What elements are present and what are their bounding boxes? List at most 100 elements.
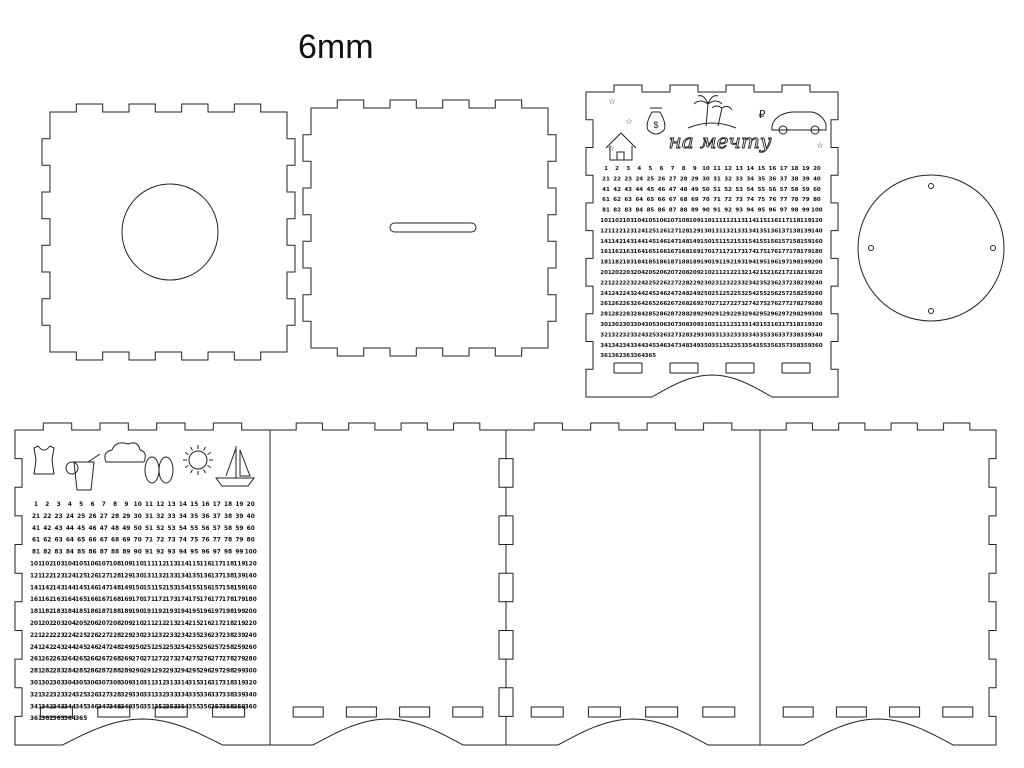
day-number: 207 bbox=[667, 270, 679, 276]
day-number: 249 bbox=[689, 291, 701, 297]
day-number: 136 bbox=[767, 228, 779, 234]
day-number: 89 bbox=[691, 208, 699, 214]
day-number: 335 bbox=[188, 692, 200, 698]
day-number: 163 bbox=[53, 597, 65, 603]
day-number: 196 bbox=[767, 260, 779, 266]
day-number: 309 bbox=[120, 681, 132, 687]
slot-cutout bbox=[835, 706, 867, 718]
day-number: 362 bbox=[611, 353, 623, 359]
day-number: 331 bbox=[711, 332, 723, 338]
day-number: 308 bbox=[109, 681, 121, 687]
day-number: 292 bbox=[154, 669, 166, 675]
day-number: 245 bbox=[645, 291, 657, 297]
day-number: 161 bbox=[30, 597, 42, 603]
day-number: 272 bbox=[154, 657, 166, 663]
day-number: 158 bbox=[789, 239, 801, 245]
day-number: 82 bbox=[613, 208, 621, 214]
day-number: 237 bbox=[211, 633, 223, 639]
day-number: 156 bbox=[199, 585, 211, 591]
day-number: 101 bbox=[600, 218, 612, 224]
palm-island-icon bbox=[687, 95, 737, 129]
day-number: 209 bbox=[120, 621, 132, 627]
day-number: 53 bbox=[735, 187, 743, 193]
day-number: 365 bbox=[645, 353, 657, 359]
day-number: 330 bbox=[132, 692, 144, 698]
day-number: 270 bbox=[132, 657, 144, 663]
star-icon: ☆ bbox=[608, 97, 615, 106]
day-number: 144 bbox=[634, 239, 646, 245]
day-number: 284 bbox=[64, 669, 76, 675]
day-number: 164 bbox=[64, 597, 76, 603]
day-number: 98 bbox=[224, 550, 232, 556]
day-number: 232 bbox=[722, 280, 734, 286]
day-number: 120 bbox=[811, 218, 823, 224]
panel-side-1 bbox=[269, 422, 507, 746]
day-number: 310 bbox=[132, 681, 144, 687]
day-number: 241 bbox=[30, 645, 42, 651]
day-number: 42 bbox=[43, 526, 51, 532]
day-number: 252 bbox=[722, 291, 734, 297]
day-number: 124 bbox=[634, 228, 646, 234]
day-number: 279 bbox=[800, 301, 812, 307]
day-number: 287 bbox=[98, 669, 110, 675]
day-number: 71 bbox=[713, 197, 721, 203]
day-number: 223 bbox=[53, 633, 65, 639]
day-number: 208 bbox=[109, 621, 121, 627]
day-number: 148 bbox=[678, 239, 690, 245]
day-number: 325 bbox=[645, 332, 657, 338]
day-number: 240 bbox=[245, 633, 257, 639]
day-number: 154 bbox=[177, 585, 189, 591]
day-number: 269 bbox=[689, 301, 701, 307]
day-number: 281 bbox=[600, 312, 612, 318]
day-number: 69 bbox=[122, 538, 130, 544]
day-number: 214 bbox=[177, 621, 189, 627]
day-number: 23 bbox=[55, 514, 63, 520]
sports-car-icon bbox=[771, 111, 827, 135]
day-number: 364 bbox=[64, 716, 76, 722]
star-icon: ☆ bbox=[607, 144, 614, 153]
day-number: 323 bbox=[53, 692, 65, 698]
day-number: 70 bbox=[134, 538, 142, 544]
day-number: 231 bbox=[711, 280, 723, 286]
day-number: 1 bbox=[34, 502, 38, 508]
day-number: 357 bbox=[778, 343, 790, 349]
day-number: 322 bbox=[41, 692, 53, 698]
screw-hole bbox=[868, 245, 874, 251]
day-number: 260 bbox=[811, 291, 823, 297]
day-number: 198 bbox=[789, 260, 801, 266]
day-number: 166 bbox=[86, 597, 98, 603]
day-number: 202 bbox=[611, 270, 623, 276]
day-number: 351 bbox=[711, 343, 723, 349]
day-number: 207 bbox=[98, 621, 110, 627]
day-number: 63 bbox=[55, 538, 63, 544]
day-number: 97 bbox=[213, 550, 221, 556]
day-number: 265 bbox=[645, 301, 657, 307]
day-number: 298 bbox=[789, 312, 801, 318]
day-number: 313 bbox=[166, 681, 178, 687]
day-number: 272 bbox=[722, 301, 734, 307]
day-number: 167 bbox=[667, 249, 679, 255]
day-number: 216 bbox=[199, 621, 211, 627]
day-number: 338 bbox=[222, 692, 234, 698]
day-number: 349 bbox=[689, 343, 701, 349]
day-number: 160 bbox=[811, 239, 823, 245]
day-number: 346 bbox=[656, 343, 668, 349]
day-number: 92 bbox=[724, 208, 732, 214]
day-number: 199 bbox=[800, 260, 812, 266]
day-number: 286 bbox=[656, 312, 668, 318]
day-number: 187 bbox=[98, 609, 110, 615]
day-number: 229 bbox=[689, 280, 701, 286]
day-number: 101 bbox=[30, 562, 42, 568]
day-number: 64 bbox=[635, 197, 643, 203]
day-number: 337 bbox=[211, 692, 223, 698]
day-number: 108 bbox=[109, 562, 121, 568]
day-number: 175 bbox=[756, 249, 768, 255]
day-number: 20 bbox=[813, 166, 821, 172]
day-number: 178 bbox=[222, 597, 234, 603]
day-number: 357 bbox=[211, 704, 223, 710]
day-number: 265 bbox=[75, 657, 87, 663]
day-number: 104 bbox=[634, 218, 646, 224]
day-number: 227 bbox=[667, 280, 679, 286]
day-number: 281 bbox=[30, 669, 42, 675]
day-number: 34 bbox=[746, 176, 754, 182]
